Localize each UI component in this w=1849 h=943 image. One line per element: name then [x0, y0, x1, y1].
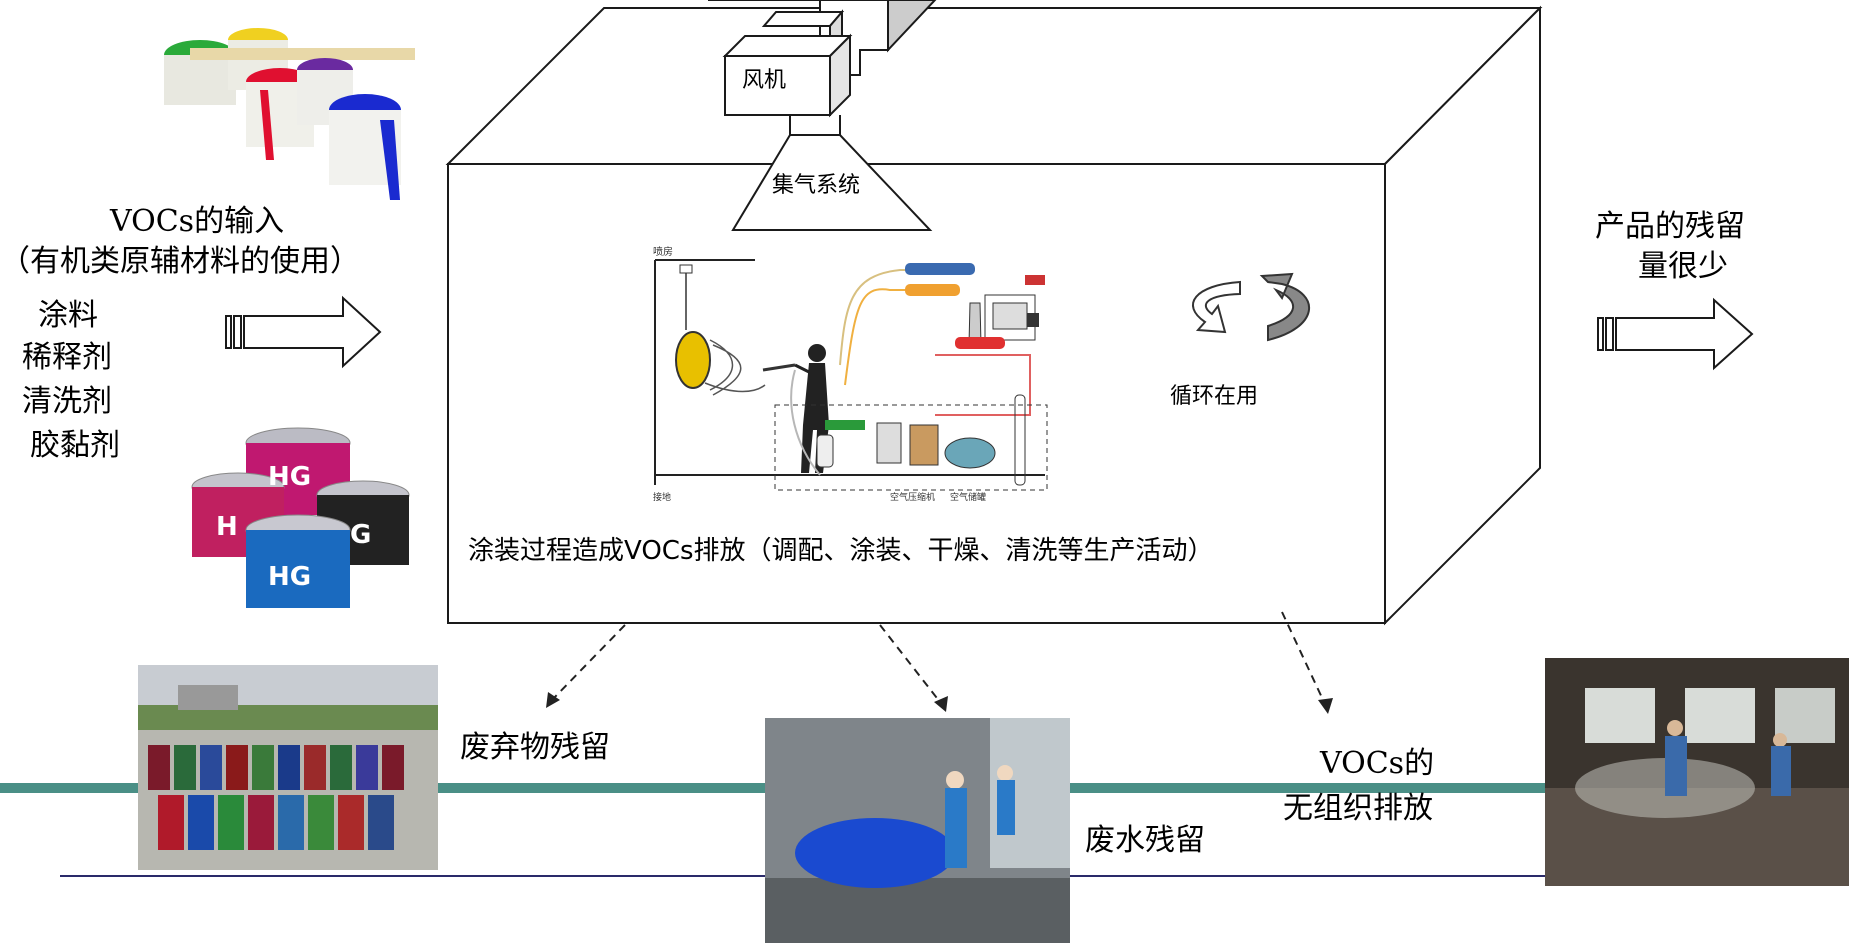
ink-brand-2: H — [216, 512, 238, 542]
box-top-face — [445, 7, 1543, 165]
svg-text:接地: 接地 — [653, 491, 671, 503]
ink-brand-1: HG — [268, 462, 311, 492]
fan-box — [724, 55, 831, 116]
process-caption: 涂装过程造成VOCs排放（调配、涂装、干燥、清洗等生产活动） — [468, 536, 1214, 566]
arrow-head-water — [934, 696, 948, 712]
fugitive-label-line1: VOCs的 — [1320, 746, 1435, 781]
input-item-coating: 涂料 — [38, 298, 98, 333]
fan-label: 风机 — [742, 68, 787, 93]
arrow-head-waste — [546, 692, 560, 708]
svg-text:空气储罐: 空气储罐 — [950, 491, 986, 503]
ink-brand-3: G — [350, 520, 371, 550]
box-front-face — [447, 163, 1386, 624]
collection-system-label: 集气系统 — [772, 173, 861, 198]
output-arrow — [1597, 297, 1754, 371]
waste-water-label: 废水残留 — [1085, 823, 1205, 858]
spray-process-schematic: 喷房 接地 空气压缩机 空气储罐 — [645, 245, 1050, 510]
output-label-line1: 产品的残留 — [1595, 209, 1745, 244]
input-arrow — [225, 295, 382, 369]
input-item-thinner: 稀释剂 — [22, 340, 112, 375]
arrow-head-fugitive — [1318, 698, 1333, 714]
ink-brand-4: HG — [268, 562, 311, 592]
svg-text:空气压缩机: 空气压缩机 — [890, 491, 935, 503]
input-item-cleaner: 清洗剂 — [22, 384, 112, 419]
recycle-label: 循环在用 — [1170, 384, 1259, 409]
ink-cans-photo: HG H G HG — [188, 415, 413, 625]
fugitive-label-line2: 无组织排放 — [1283, 791, 1433, 826]
waste-solid-label: 废弃物残留 — [460, 730, 610, 765]
recycle-icon — [1192, 272, 1310, 342]
duct-shade — [887, 0, 937, 53]
paint-cans-photo — [150, 10, 415, 220]
output-label-line2: 量很少 — [1638, 249, 1728, 284]
workshop-photo — [1545, 658, 1849, 886]
input-subtitle: （有机类原辅材料的使用） — [0, 244, 360, 279]
waste-barrels-photo — [138, 665, 438, 870]
input-title: VOCs的输入 — [110, 204, 285, 239]
collection-hood — [731, 134, 933, 231]
spray-booth-photo — [765, 718, 1070, 943]
svg-text:喷房: 喷房 — [653, 245, 673, 258]
input-item-adhesive: 胶黏剂 — [30, 428, 120, 463]
